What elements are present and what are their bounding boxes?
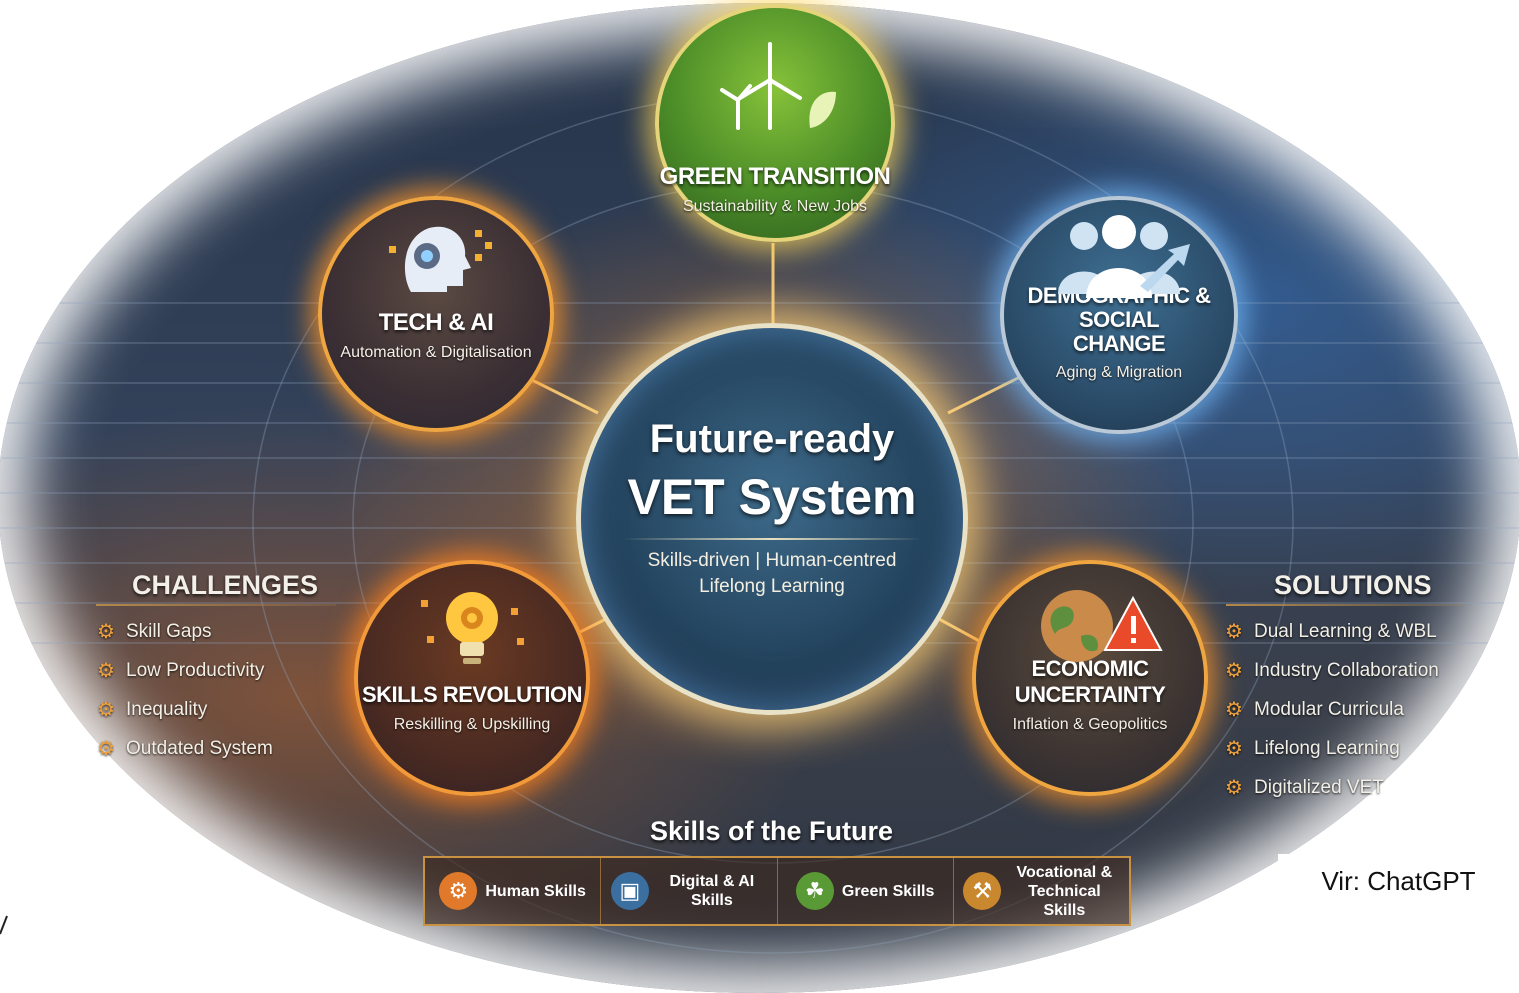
center-hub: Future-ready VET System Skills-driven | … xyxy=(576,323,968,715)
economic-uncertainty-subtitle: Inflation & Geopolitics xyxy=(1012,716,1168,733)
people-group-icon xyxy=(1004,214,1234,298)
center-divider xyxy=(622,537,922,540)
future-skill-label: Green Skills xyxy=(841,882,935,900)
solutions-list: ⚙ Dual Learning & WBL ⚙ Industry Collaborat… xyxy=(1224,612,1439,807)
demographic-change-title-line2: CHANGE xyxy=(1072,331,1166,356)
future-skill-label: Digital & AI Skills xyxy=(669,873,755,909)
gear-icon: ⚙ xyxy=(1225,660,1243,682)
skills-revolution-title: SKILLS REVOLUTION xyxy=(361,682,583,707)
solution-item-label: Digitalized VET xyxy=(1254,776,1384,798)
gear-icon: ⚙ xyxy=(97,699,115,721)
center-title-line2: VET System xyxy=(627,468,917,525)
challenges-heading: CHALLENGES xyxy=(132,570,319,600)
gear-icon: ⚙ xyxy=(97,621,115,643)
gear-icon: ⚙ xyxy=(1225,738,1243,760)
robot-head-icon xyxy=(322,216,550,296)
tech-ai-title: TECH & AI xyxy=(378,309,494,336)
center-title-line1: Future-ready xyxy=(649,416,895,461)
challenges-list: ⚙Skill Gaps⚙Low Productivity⚙Inequality⚙… xyxy=(96,612,273,768)
gear-icon: ⚙ xyxy=(1225,621,1243,643)
skills-revolution-subtitle: Reskilling & Upskilling xyxy=(393,716,551,733)
future-skill-item: ⚒ Vocational & Technical Skills xyxy=(954,858,1129,924)
challenges-rule xyxy=(96,604,336,606)
center-tagline: Skills-driven | Human-centred xyxy=(647,549,897,571)
challenge-item: ⚙ Inequality xyxy=(96,690,273,729)
future-skill-item: ▣ Digital & AI Skills xyxy=(601,858,778,924)
solutions-rule xyxy=(1226,604,1466,606)
head-gear-icon: ⚙ xyxy=(439,872,478,910)
gear-icon: ⚙ xyxy=(1225,777,1243,799)
globe-warning-icon xyxy=(976,580,1204,670)
gear-icon: ⚙ xyxy=(97,738,115,760)
green-transition-subtitle: Sustainability & New Jobs xyxy=(682,198,868,215)
future-skill-label: Human Skills xyxy=(485,882,586,900)
green-transition-node: GREEN TRANSITION Sustainability & New Jo… xyxy=(655,4,895,242)
green-transition-title: GREEN TRANSITION xyxy=(659,163,891,190)
economic-uncertainty-title: ECONOMIC UNCERTAINTY xyxy=(1014,656,1166,707)
economic-uncertainty-node: ECONOMIC UNCERTAINTY Inflation & Geopoli… xyxy=(972,560,1208,796)
skills-of-future-bar: ⚙ Human Skills ▣ Digital & AI Skills ☘ Green … xyxy=(423,856,1131,926)
wind-turbine-leaf-icon xyxy=(659,40,891,130)
challenge-item: ⚙ Outdated System xyxy=(96,729,273,768)
future-skill-label: Vocational & Technical Skills xyxy=(1016,863,1113,919)
center-tagline-2: Lifelong Learning xyxy=(699,575,845,597)
challenge-item: ⚙ Low Productivity xyxy=(96,651,273,690)
tools-icon: ⚒ xyxy=(963,872,1002,910)
lightbulb-gear-icon xyxy=(358,582,586,672)
solution-item: ⚙ Industry Collaboration xyxy=(1224,651,1439,690)
challenge-item-label: Inequality xyxy=(126,698,208,720)
demographic-change-title-line1: DEMOGRAPHIC & SOCIAL xyxy=(1028,283,1211,332)
gear-icon: ⚙ xyxy=(97,660,115,682)
solution-item-label: Modular Curricula xyxy=(1254,698,1404,720)
skills-revolution-node: SKILLS REVOLUTION Reskilling & Upskillin… xyxy=(354,560,590,796)
solution-item: ⚙ Dual Learning & WBL xyxy=(1224,612,1439,651)
solution-item-label: Dual Learning & WBL xyxy=(1254,620,1437,642)
seedling-icon: ☘ xyxy=(795,872,834,910)
solution-item-label: Industry Collaboration xyxy=(1254,659,1439,681)
demographic-change-node: DEMOGRAPHIC & SOCIAL CHANGE Aging & Migr… xyxy=(1000,196,1238,434)
challenge-item-label: Low Productivity xyxy=(126,659,265,681)
challenge-item: ⚙ Skill Gaps xyxy=(96,612,273,651)
demographic-change-subtitle: Aging & Migration xyxy=(1055,364,1183,381)
solution-item: ⚙ Modular Curricula xyxy=(1224,690,1439,729)
tablet-icon: ▣ xyxy=(610,872,649,910)
future-skill-item: ☘ Green Skills xyxy=(778,858,954,924)
challenge-item-label: Skill Gaps xyxy=(126,620,212,642)
future-skill-item: ⚙ Human Skills xyxy=(425,858,602,924)
gear-icon: ⚙ xyxy=(1225,699,1243,721)
challenge-item-label: Outdated System xyxy=(126,737,273,759)
solutions-heading: SOLUTIONS xyxy=(1274,570,1432,600)
solution-item: ⚙ Lifelong Learning xyxy=(1224,729,1439,768)
tech-ai-node: TECH & AI Automation & Digitalisation xyxy=(318,196,554,432)
edge-mark xyxy=(0,915,8,935)
credit-label: Vir: ChatGPT xyxy=(1278,854,1519,908)
tech-ai-subtitle: Automation & Digitalisation xyxy=(340,344,532,361)
skills-of-future-title: Skills of the Future xyxy=(650,816,894,846)
solution-item-label: Lifelong Learning xyxy=(1254,737,1400,759)
solution-item: ⚙ Digitalized VET xyxy=(1224,768,1439,807)
